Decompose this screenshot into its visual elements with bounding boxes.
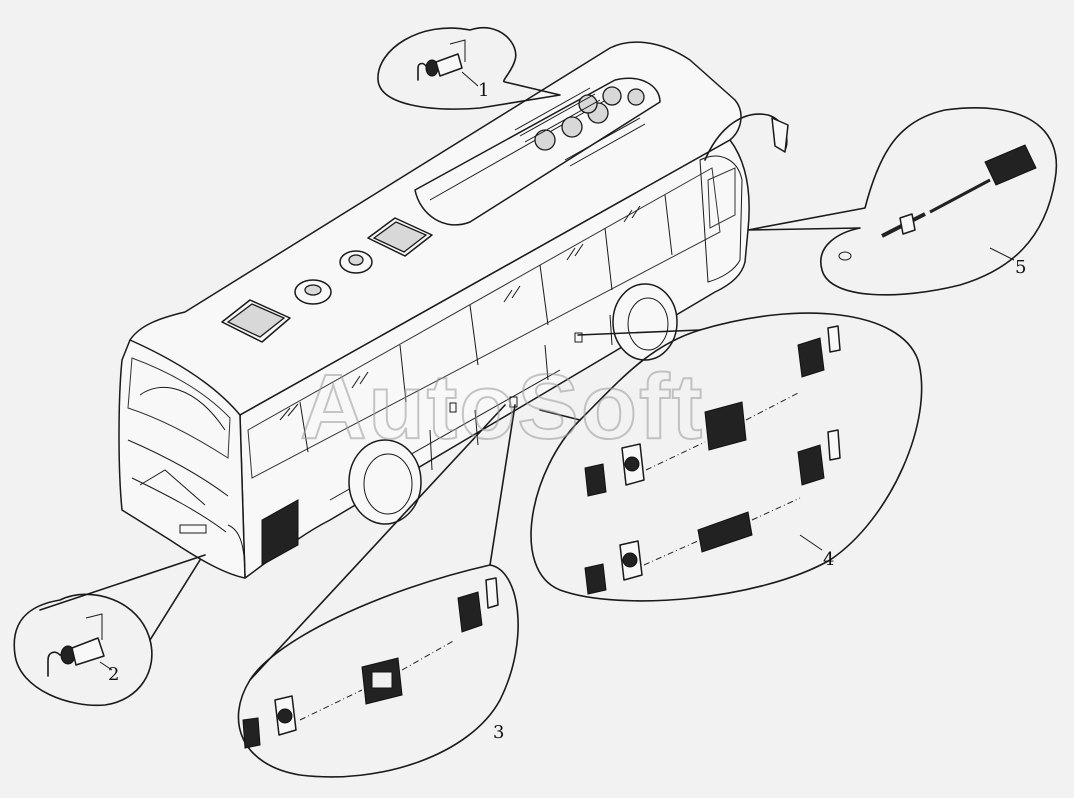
callout-bubble-1: 1 — [377, 27, 561, 110]
callout-label-1: 1 — [478, 80, 489, 101]
callout-label-5: 5 — [1015, 257, 1026, 278]
callout-label-3: 3 — [493, 722, 504, 743]
callout-label-2: 2 — [108, 664, 119, 685]
callout-bubble-2: 2 — [13, 554, 206, 707]
callout-bubble-4: 4 — [530, 312, 923, 602]
watermark-text: AutoSoft — [300, 356, 704, 458]
bus-body — [118, 41, 789, 579]
callout-bubble-3: 3 — [237, 404, 519, 778]
callout-label-4: 4 — [823, 549, 834, 570]
callout-bubble-5: 5 — [747, 107, 1058, 296]
